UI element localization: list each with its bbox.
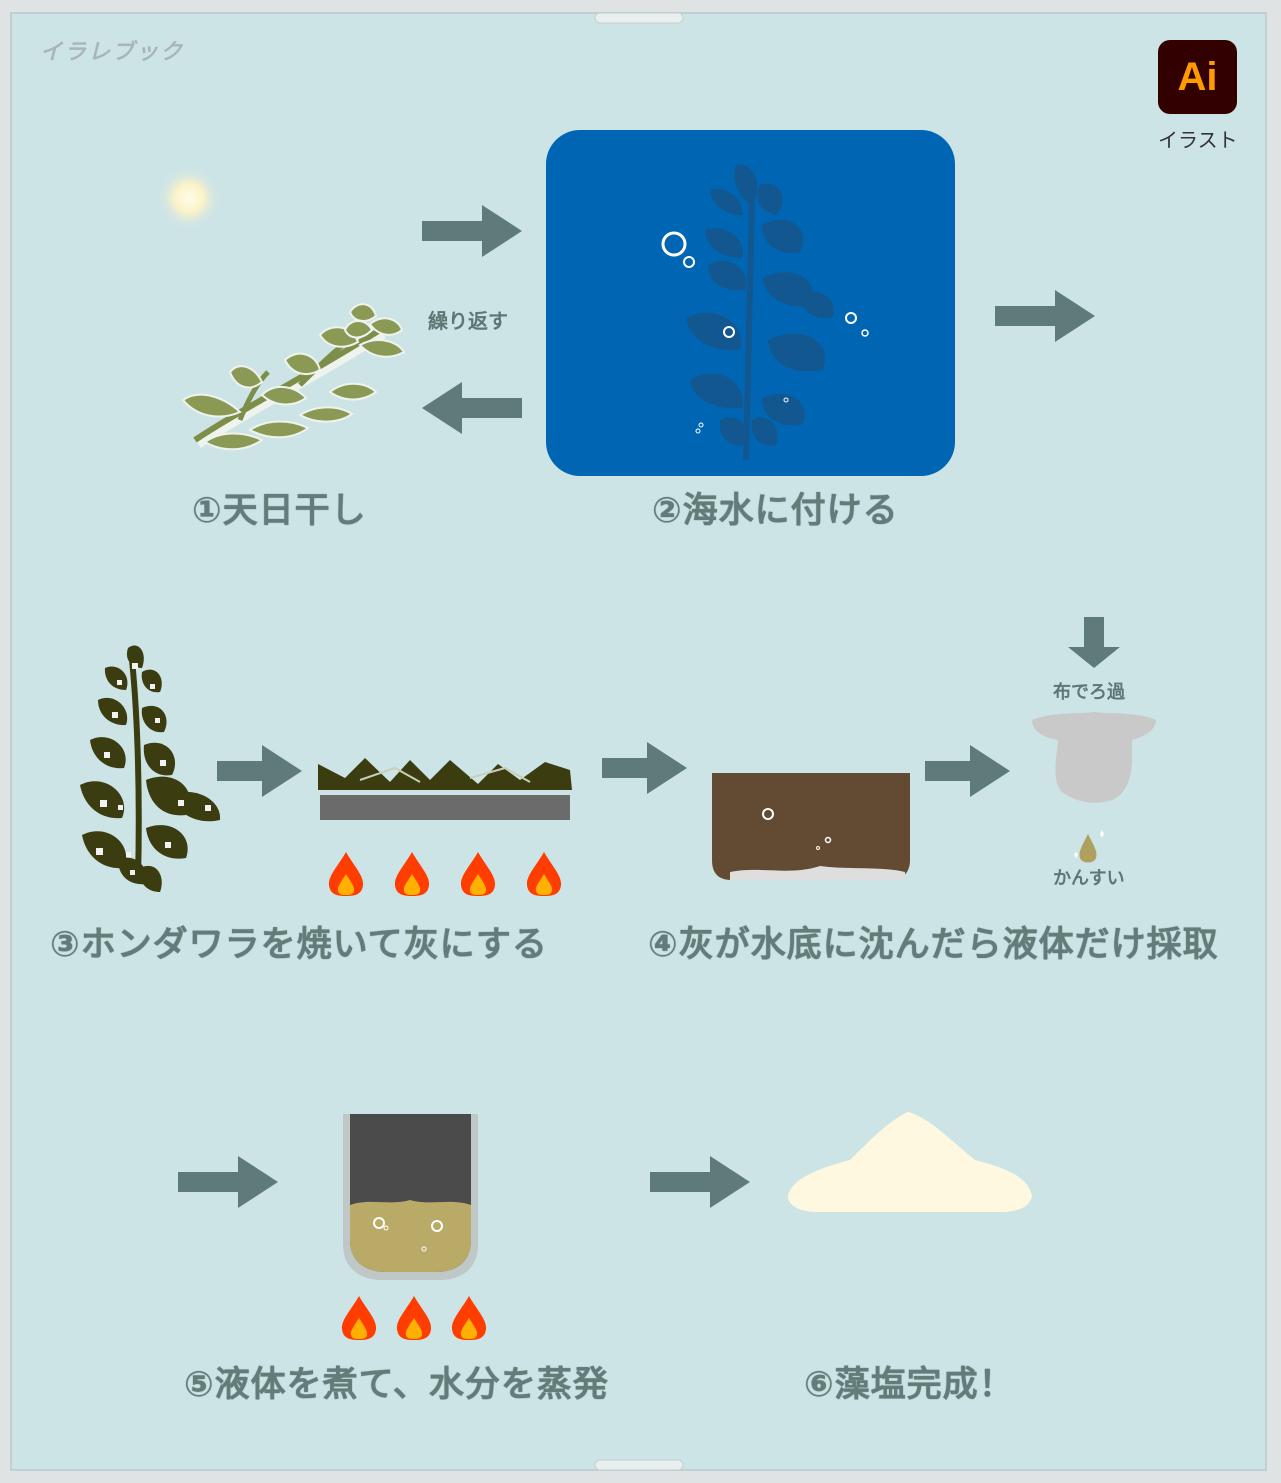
- cloth-filter-icon: [1032, 712, 1156, 803]
- kansui-drop-icon: [1074, 830, 1104, 863]
- step-3-title: ③ホンダワラを焼いて灰にする: [50, 916, 548, 967]
- dried-seaweed-icon: [183, 304, 404, 449]
- cloth-filter-note: 布でろ過: [1053, 678, 1125, 704]
- sun-icon: [157, 166, 221, 230]
- salt-pile-icon: [788, 1112, 1032, 1212]
- frame-tab-top: [595, 13, 683, 23]
- arrow-right-7: [650, 1156, 750, 1208]
- arrow-right-6: [178, 1156, 278, 1208]
- flames-row-2: [342, 1296, 486, 1340]
- ai-badge-icon: Ai: [1158, 40, 1237, 114]
- watermark: イラレブック: [40, 34, 184, 66]
- arrow-right-3: [217, 745, 302, 797]
- arrow-down-filter: [1068, 617, 1120, 668]
- step-2-title: ②海水に付ける: [652, 482, 899, 533]
- hondawara-plant-icon: [80, 645, 220, 892]
- arrow-right-4: [602, 742, 687, 794]
- boiling-pot-icon: [343, 1114, 478, 1280]
- burning-seaweed-icon: [318, 758, 572, 820]
- arrow-right-1: [422, 205, 522, 257]
- ai-badge-caption: イラスト: [1158, 124, 1238, 153]
- kansui-note: かんすい: [1053, 864, 1125, 890]
- arrow-right-2: [995, 290, 1095, 342]
- grill-plate: [320, 795, 570, 820]
- repeat-note: 繰り返す: [428, 305, 508, 334]
- flames-row-1: [329, 852, 561, 896]
- step-4-title: ④灰が水底に沈んだら液体だけ採取: [648, 916, 1219, 967]
- arrow-right-5: [925, 745, 1010, 797]
- step-1-title: ①天日干し: [192, 482, 367, 533]
- frame-tab-bottom: [595, 1460, 683, 1470]
- ai-badge-text: Ai: [1158, 40, 1237, 114]
- arrow-left-repeat: [422, 382, 522, 434]
- step-6-title: ⑥藻塩完成！: [804, 1356, 1015, 1407]
- step-5-title: ⑤液体を煮て、水分を蒸発: [184, 1356, 609, 1407]
- ash-pot-icon: [712, 773, 910, 880]
